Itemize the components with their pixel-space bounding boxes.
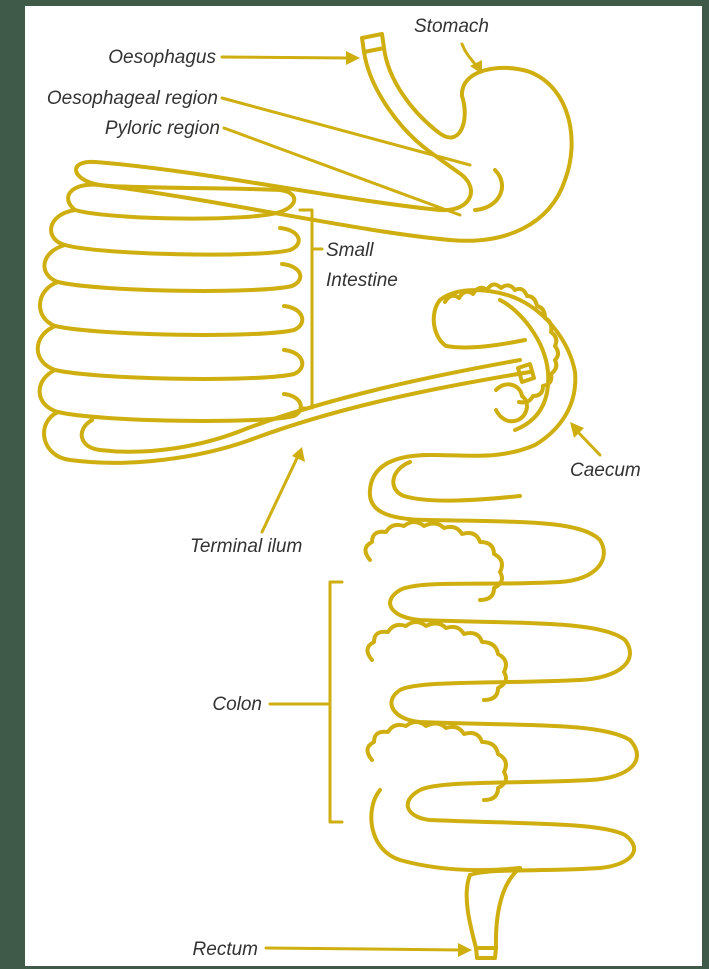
- stomach-pointer: [462, 44, 482, 74]
- oesophageal-region-label: Oesophageal region: [47, 88, 218, 109]
- oesophageal-region-pointer: [222, 98, 470, 165]
- oesophagus-pointer: [222, 51, 360, 65]
- rectum-pointer: [266, 943, 472, 957]
- colon-bracket: [270, 582, 342, 822]
- rectum-label: Rectum: [193, 939, 258, 960]
- colon-shape: [365, 520, 637, 875]
- small-intestine-label-line1: Small: [326, 240, 374, 261]
- oesophagus-shape: [362, 34, 438, 152]
- caecum-shape: [370, 284, 575, 520]
- stomach-label: Stomach: [414, 16, 489, 37]
- caecum-label: Caecum: [570, 460, 641, 481]
- oesophagus-label: Oesophagus: [108, 47, 216, 68]
- terminal-ileum-pointer: [262, 447, 305, 532]
- terminal-ileum-label: Terminal ilum: [190, 536, 302, 557]
- small-intestine-label-line2: Intestine: [326, 270, 398, 291]
- terminal-ileum-shape: [248, 360, 534, 440]
- pyloric-region-label: Pyloric region: [105, 118, 220, 139]
- small-intestine-bracket: [300, 210, 322, 408]
- rectum-shape: [467, 868, 520, 958]
- caecum-pointer: [570, 422, 600, 455]
- pyloric-region-pointer: [224, 128, 460, 215]
- colon-label: Colon: [212, 694, 262, 715]
